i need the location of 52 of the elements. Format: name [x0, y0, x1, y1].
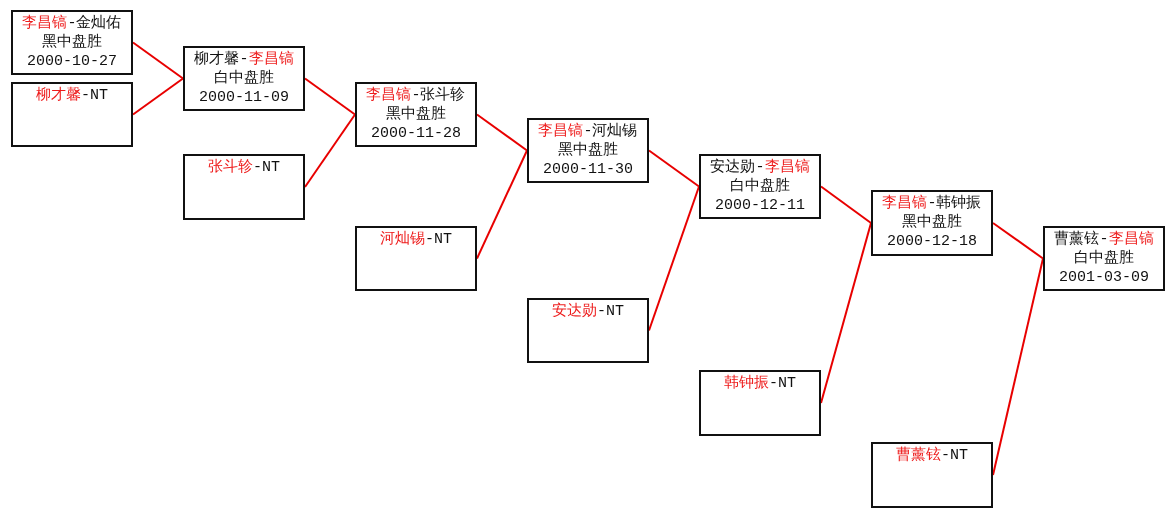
players-text: 柳才馨-李昌镐 [194, 50, 294, 69]
match-box [355, 82, 477, 147]
player-text: 柳才馨-NT [36, 86, 108, 105]
player-text: 河灿锡-NT [380, 230, 452, 249]
date-text: 2000-12-11 [715, 196, 805, 215]
connector-line [304, 113, 356, 188]
connector-line [820, 185, 872, 224]
match-box [1043, 226, 1165, 291]
connector-line [304, 77, 356, 116]
entry-box [183, 154, 305, 220]
connector-line [476, 149, 528, 260]
connector-line [132, 41, 184, 80]
result-text: 黑中盘胜 [902, 213, 962, 232]
players-text: 曹薰铉-李昌镐 [1054, 230, 1154, 249]
date-text: 2000-12-18 [887, 232, 977, 251]
connector-line [476, 113, 528, 152]
entry-box [355, 226, 477, 291]
player-text: 曹薰铉-NT [896, 446, 968, 465]
result-text: 白中盘胜 [730, 177, 790, 196]
match-box [527, 118, 649, 183]
players-text: 安达勋-李昌镐 [710, 158, 810, 177]
entry-box [871, 442, 993, 508]
match-box [11, 10, 133, 75]
entry-box [11, 82, 133, 147]
result-text: 黑中盘胜 [42, 33, 102, 52]
players-text: 李昌镐-韩钟振 [882, 194, 982, 213]
date-text: 2000-10-27 [27, 52, 117, 71]
match-box [871, 190, 993, 256]
connector-line [820, 222, 872, 404]
players-text: 李昌镐-河灿锡 [538, 122, 638, 141]
players-text: 李昌镐-张斗轸 [366, 86, 466, 105]
connector-line [992, 222, 1044, 260]
players-text: 李昌镐-金灿佑 [22, 14, 122, 33]
player-text: 张斗轸-NT [208, 158, 280, 177]
connector-line [132, 77, 184, 116]
connector-line [648, 185, 700, 332]
connector-line [648, 149, 700, 188]
match-box [699, 154, 821, 219]
player-text: 韩钟振-NT [724, 374, 796, 393]
date-text: 2000-11-28 [371, 124, 461, 143]
date-text: 2000-11-09 [199, 88, 289, 107]
player-text: 安达勋-NT [552, 302, 624, 321]
result-text: 白中盘胜 [1074, 249, 1134, 268]
date-text: 2000-11-30 [543, 160, 633, 179]
connector-line [992, 257, 1044, 476]
result-text: 黑中盘胜 [558, 141, 618, 160]
result-text: 黑中盘胜 [386, 105, 446, 124]
match-box [183, 46, 305, 111]
date-text: 2001-03-09 [1059, 268, 1149, 287]
entry-box [527, 298, 649, 363]
result-text: 白中盘胜 [214, 69, 274, 88]
entry-box [699, 370, 821, 436]
